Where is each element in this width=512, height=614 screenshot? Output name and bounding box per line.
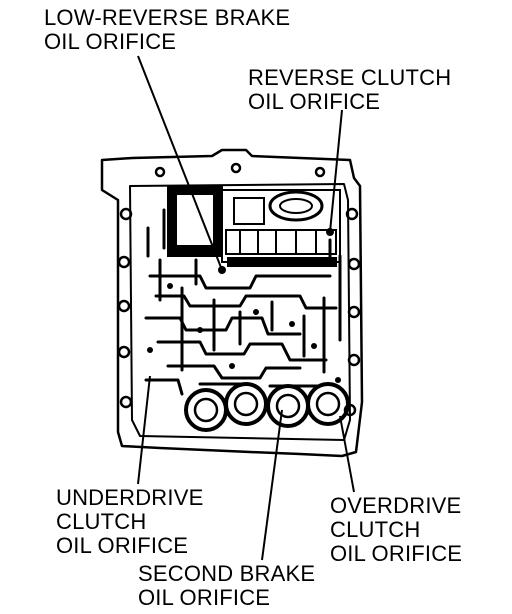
label-line: CLUTCH (330, 517, 421, 542)
bolt-hole (347, 353, 361, 367)
bolt-hole (343, 403, 357, 417)
label-line: SECOND BRAKE (138, 561, 316, 586)
bolt-hole (119, 207, 133, 221)
label-line: LOW-REVERSE BRAKE (44, 5, 291, 30)
leader-underdrive (137, 375, 151, 485)
accumulator-overdrive-b (306, 382, 350, 426)
bolt-hole (119, 395, 133, 409)
bolt-hole (117, 255, 131, 269)
leader-reverse-clutch (329, 109, 343, 233)
label-line: OIL ORIFICE (248, 89, 381, 114)
label-low-reverse-brake: LOW-REVERSE BRAKE OIL ORIFICE (44, 6, 290, 54)
bolt-hole (230, 162, 242, 174)
accumulator-second (224, 382, 268, 426)
bolt-hole (117, 299, 131, 313)
bolt-hole (154, 166, 166, 178)
label-line: OIL ORIFICE (138, 585, 271, 610)
leader-second-brake (261, 409, 283, 561)
label-second-brake: SECOND BRAKE OIL ORIFICE (138, 562, 315, 610)
leader-low-reverse (137, 55, 223, 271)
solenoid-cap-inner (279, 198, 313, 214)
label-line: CLUTCH (56, 509, 147, 534)
bolt-hole (345, 207, 359, 221)
label-line: OIL ORIFICE (330, 541, 463, 566)
dark-strip (227, 257, 337, 267)
label-underdrive-clutch: UNDERDRIVE CLUTCH OIL ORIFICE (56, 486, 203, 558)
solenoid-cap (268, 190, 324, 222)
label-line: OVERDRIVE (330, 493, 462, 518)
accumulator-overdrive-a (266, 384, 310, 428)
label-line: REVERSE CLUTCH (248, 65, 452, 90)
housing-inner-wall (129, 183, 351, 441)
bolt-hole (314, 166, 326, 178)
label-reverse-clutch: REVERSE CLUTCH OIL ORIFICE (248, 66, 451, 114)
label-line: OIL ORIFICE (56, 533, 189, 558)
leader-overdrive (339, 415, 355, 493)
label-line: UNDERDRIVE (56, 485, 204, 510)
label-line: OIL ORIFICE (44, 29, 177, 54)
accumulator-underdrive (184, 388, 228, 432)
bolt-hole (347, 305, 361, 319)
bolt-hole (117, 345, 131, 359)
label-overdrive-clutch: OVERDRIVE CLUTCH OIL ORIFICE (330, 494, 462, 566)
housing-outline (100, 148, 364, 458)
bolt-hole (347, 257, 361, 271)
